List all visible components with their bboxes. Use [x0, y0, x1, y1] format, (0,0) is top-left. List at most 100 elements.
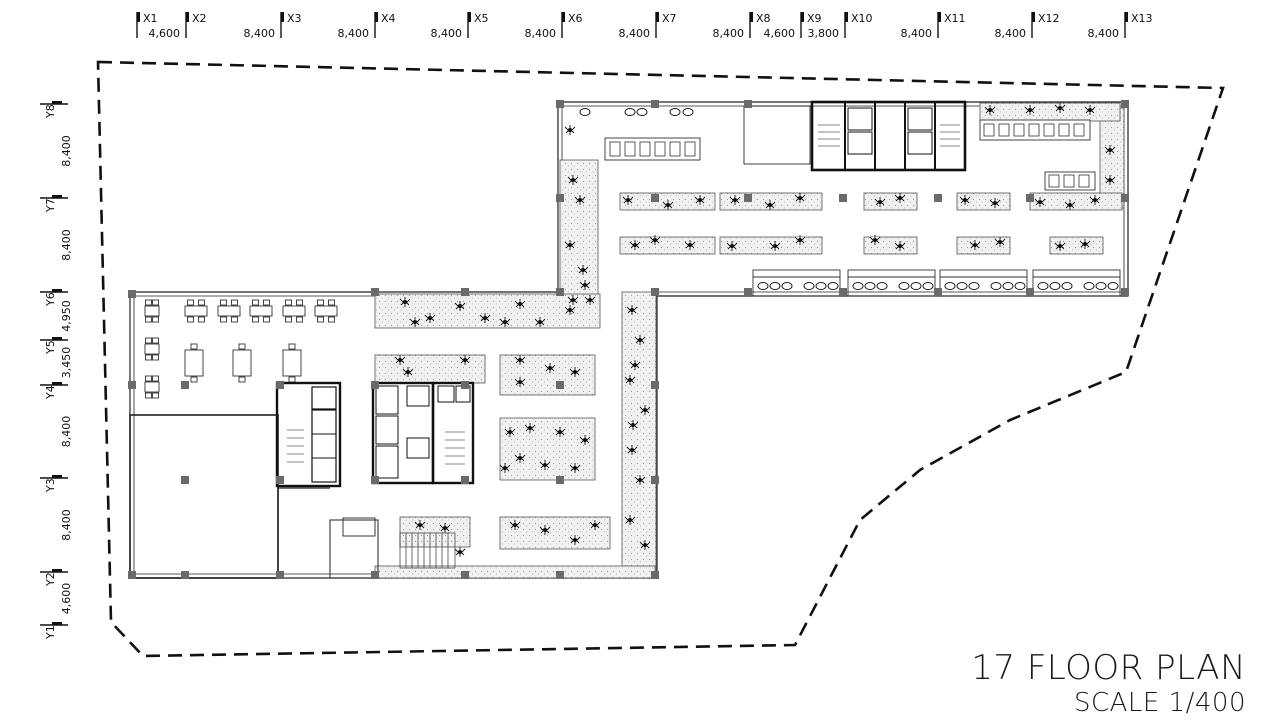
column [651, 381, 659, 389]
x-grid-label: X9 [807, 12, 822, 25]
plant-icon [1084, 105, 1096, 115]
dining-table [184, 343, 204, 383]
sofa-seat [609, 141, 621, 157]
column [744, 288, 752, 296]
plant-icon [459, 355, 471, 365]
booth-seat [1037, 282, 1049, 290]
plant-icon [869, 235, 881, 245]
plant-icon [894, 193, 906, 203]
sofa-seat [669, 141, 681, 157]
plant-icon [539, 525, 551, 535]
y-grid-label: Y8 [44, 104, 57, 119]
x-grid-flag [281, 12, 284, 22]
plant-icon [649, 235, 661, 245]
plant-icon [414, 520, 426, 530]
x-grid-flag [845, 12, 848, 22]
plant-icon [509, 520, 521, 530]
x-grid-label: X5 [474, 12, 489, 25]
plant-icon [794, 235, 806, 245]
booth-seat [1107, 282, 1119, 290]
x-grid-label: X7 [662, 12, 677, 25]
plant-icon [874, 197, 886, 207]
lounge-chair [636, 108, 648, 116]
column [839, 194, 847, 202]
dining-table [217, 299, 241, 323]
plant-icon [479, 313, 491, 323]
booth-seat [803, 282, 815, 290]
sofa-seat [654, 141, 666, 157]
booth-seat [898, 282, 910, 290]
plant-icon [626, 445, 638, 455]
plant-icon [684, 240, 696, 250]
dining-table [282, 343, 302, 383]
lounge-chair [579, 108, 591, 116]
booth-seat [922, 282, 934, 290]
sofa-seat [1063, 174, 1075, 188]
y-grid-axes: Y8Y7Y6Y5Y4Y3Y2Y18,4008,4004,9503,4508,40… [40, 101, 73, 640]
booth-seat [968, 282, 980, 290]
booth-seat [1095, 282, 1107, 290]
column [934, 194, 942, 202]
lounge-chair [682, 108, 694, 116]
column [651, 194, 659, 202]
x-grid-label: X1 [143, 12, 158, 25]
column [461, 288, 469, 296]
plant-icon [624, 515, 636, 525]
plant-icon [524, 423, 536, 433]
plant-icon [514, 453, 526, 463]
plan-scale: SCALE 1/400 [1073, 688, 1246, 718]
structural-columns [128, 100, 1129, 579]
plant-icon [984, 105, 996, 115]
column [556, 381, 564, 389]
dining-table [144, 299, 160, 323]
column [651, 571, 659, 579]
plant-icon [994, 237, 1006, 247]
plant-icon [622, 195, 634, 205]
plant-symbols [394, 103, 1116, 557]
booth-seat [1014, 282, 1026, 290]
plant-icon [1104, 145, 1116, 155]
x-grid-flag [375, 12, 378, 22]
plant-icon [554, 427, 566, 437]
sofa-seat [983, 123, 995, 137]
dining-table [232, 343, 252, 383]
sofa-seat [998, 123, 1010, 137]
x-spacing-label: 8,400 [901, 27, 933, 40]
y-spacing-label: 8,400 [60, 416, 73, 448]
booth-seat [1061, 282, 1073, 290]
column [371, 381, 379, 389]
booth-seat [852, 282, 864, 290]
y-grid-label: Y2 [44, 572, 57, 587]
column [461, 476, 469, 484]
booth-seat [757, 282, 769, 290]
dining-table [184, 299, 208, 323]
plant-icon [584, 295, 596, 305]
plant-icon [1104, 175, 1116, 185]
sofa-seat [1073, 123, 1085, 137]
sofa-seat [639, 141, 651, 157]
plant-icon [627, 420, 639, 430]
sofa-seat [1058, 123, 1070, 137]
dining-table [144, 337, 160, 361]
plant-icon [894, 241, 906, 251]
y-grid-flag [52, 622, 62, 625]
y-grid-label: Y1 [44, 625, 57, 640]
y-spacing-label: 3,450 [60, 347, 73, 379]
dining-table [314, 299, 338, 323]
column [276, 381, 284, 389]
booth-seat [944, 282, 956, 290]
plant-icon [989, 198, 1001, 208]
plant-icon [499, 317, 511, 327]
plant-icon [579, 280, 591, 290]
plant-icon [564, 125, 576, 135]
plan-title: 17 FLOOR PLAN [971, 648, 1246, 688]
plant-icon [1054, 103, 1066, 113]
column [461, 381, 469, 389]
plant-icon [439, 523, 451, 533]
plant-icon [629, 360, 641, 370]
plant-icon [1054, 241, 1066, 251]
plant-icon [662, 200, 674, 210]
sofa-seats [609, 123, 1090, 188]
